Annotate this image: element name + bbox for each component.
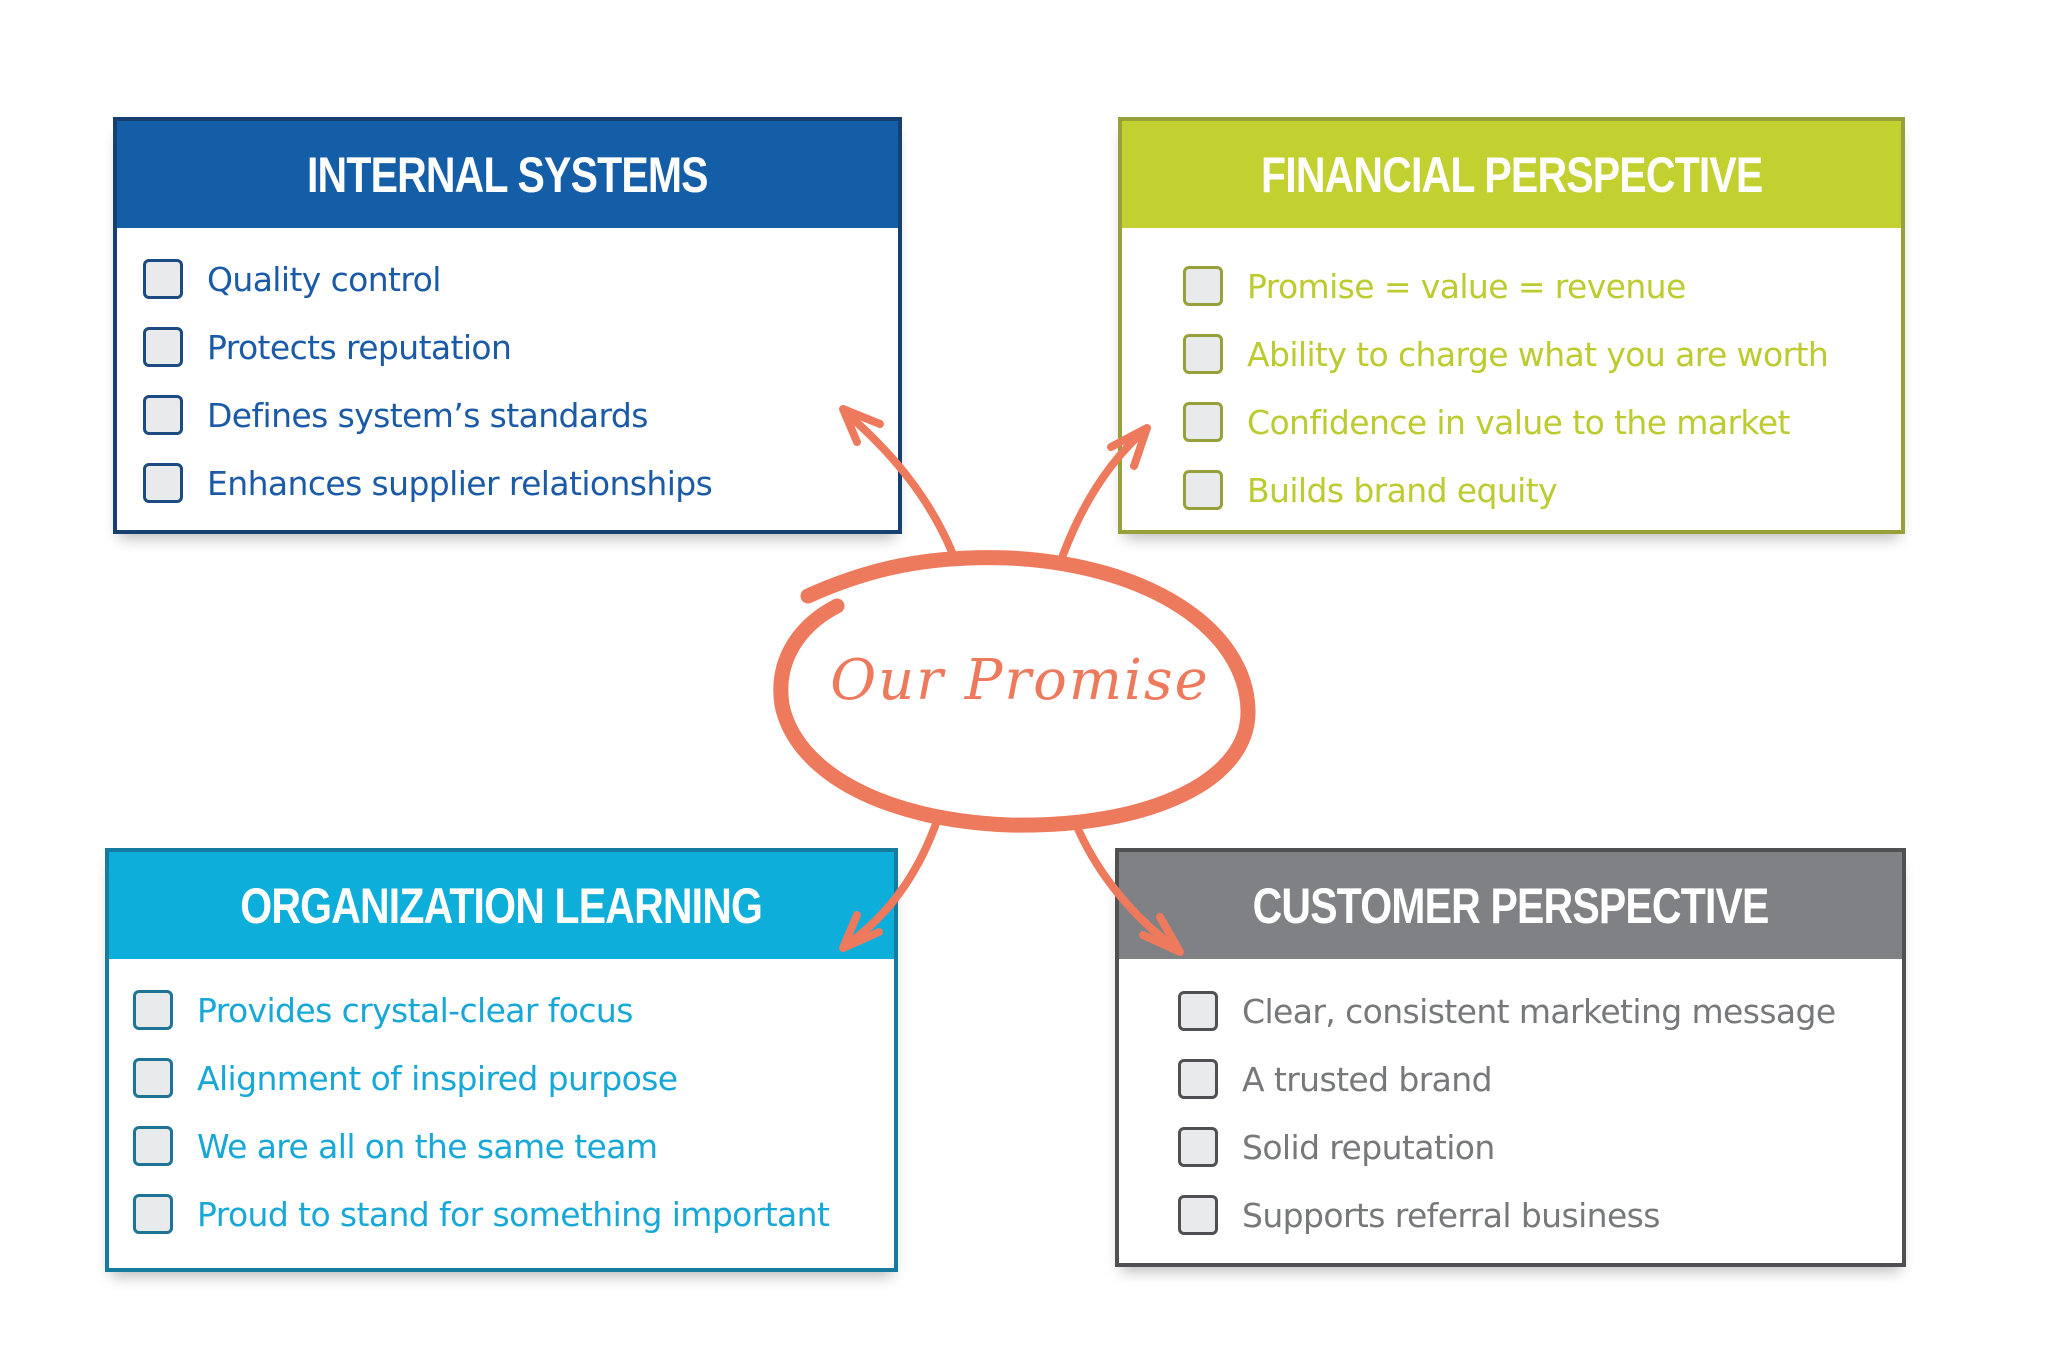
checkbox-icon[interactable] [133,1126,173,1166]
checkbox-icon[interactable] [143,463,183,503]
card-title: INTERNAL SYSTEMS [307,146,709,203]
checkbox-icon[interactable] [1178,1127,1218,1167]
item-label: Confidence in value to the market [1247,402,1790,442]
list-item[interactable]: Protects reputation [143,326,512,368]
item-label: A trusted brand [1242,1059,1493,1099]
checkbox-icon[interactable] [1183,334,1223,374]
checkbox-icon[interactable] [1183,470,1223,510]
item-label: Solid reputation [1242,1127,1495,1167]
checkbox-icon[interactable] [133,1058,173,1098]
checkbox-icon[interactable] [133,1194,173,1234]
checkbox-icon[interactable] [1178,1059,1218,1099]
item-label: Enhances supplier relationships [207,463,713,503]
item-label: Alignment of inspired purpose [197,1058,678,1098]
card-title: CUSTOMER PERSPECTIVE [1252,877,1770,934]
financial-perspective-card: FINANCIAL PERSPECTIVE Promise = value = … [1118,117,1905,534]
internal-systems-card: INTERNAL SYSTEMS Quality control Protect… [113,117,902,534]
list-item[interactable]: Supports referral business [1178,1194,1660,1236]
organization-learning-card: ORGANIZATION LEARNING Provides crystal-c… [105,848,898,1272]
customer-perspective-header: CUSTOMER PERSPECTIVE [1119,852,1902,959]
checkbox-icon[interactable] [1178,1195,1218,1235]
checkbox-icon[interactable] [143,259,183,299]
item-label: Provides crystal-clear focus [197,990,633,1030]
checkbox-icon[interactable] [143,395,183,435]
item-label: Proud to stand for something important [197,1194,830,1234]
list-item[interactable]: Enhances supplier relationships [143,462,713,504]
list-item[interactable]: Solid reputation [1178,1126,1495,1168]
item-label: Supports referral business [1242,1195,1660,1235]
list-item[interactable]: Alignment of inspired purpose [133,1057,678,1099]
item-label: Builds brand equity [1247,470,1558,510]
item-label: Protects reputation [207,327,512,367]
card-title: FINANCIAL PERSPECTIVE [1260,146,1763,203]
checkbox-icon[interactable] [1183,266,1223,306]
item-label: We are all on the same team [197,1126,658,1166]
checkbox-icon[interactable] [1178,991,1218,1031]
list-item[interactable]: Defines system’s standards [143,394,648,436]
list-item[interactable]: We are all on the same team [133,1125,658,1167]
item-label: Defines system’s standards [207,395,648,435]
list-item[interactable]: Promise = value = revenue [1183,265,1686,307]
card-title: ORGANIZATION LEARNING [240,877,764,934]
item-label: Promise = value = revenue [1247,266,1686,306]
list-item[interactable]: A trusted brand [1178,1058,1493,1100]
list-item[interactable]: Confidence in value to the market [1183,401,1790,443]
checkbox-icon[interactable] [1183,402,1223,442]
list-item[interactable]: Clear, consistent marketing message [1178,990,1836,1032]
item-label: Quality control [207,259,441,299]
checkbox-icon[interactable] [143,327,183,367]
list-item[interactable]: Builds brand equity [1183,469,1558,511]
internal-systems-header: INTERNAL SYSTEMS [117,121,898,228]
item-label: Clear, consistent marketing message [1242,991,1836,1031]
customer-perspective-card: CUSTOMER PERSPECTIVE Clear, consistent m… [1115,848,1906,1267]
list-item[interactable]: Quality control [143,258,441,300]
list-item[interactable]: Provides crystal-clear focus [133,989,633,1031]
checkbox-icon[interactable] [133,990,173,1030]
item-label: Ability to charge what you are worth [1247,334,1829,374]
list-item[interactable]: Ability to charge what you are worth [1183,333,1829,375]
financial-perspective-header: FINANCIAL PERSPECTIVE [1122,121,1901,228]
organization-learning-header: ORGANIZATION LEARNING [109,852,894,959]
list-item[interactable]: Proud to stand for something important [133,1193,830,1235]
our-promise-label: Our Promise [830,648,1210,713]
